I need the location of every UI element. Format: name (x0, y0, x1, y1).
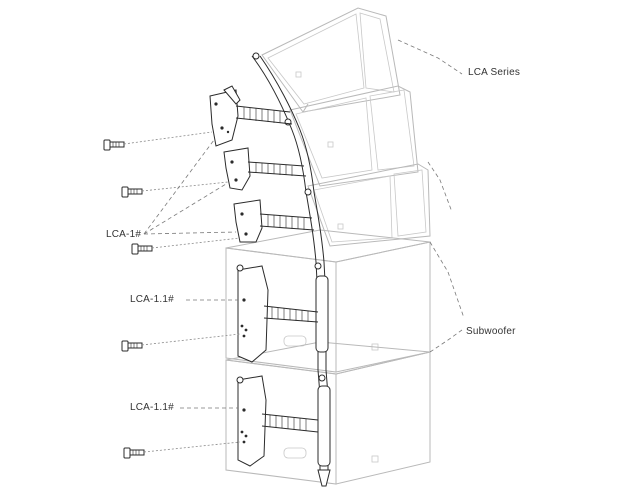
label-lca-series: LCA Series (468, 67, 521, 78)
lca-cabinet-3 (307, 163, 431, 247)
bolt-2 (121, 186, 143, 198)
sub-front-bracket-2 (236, 375, 319, 467)
sub-front-bracket-1 (236, 264, 319, 363)
bolt-guide-lines (123, 131, 241, 453)
right-rigging-rail (251, 52, 331, 487)
bolt-5 (123, 447, 145, 459)
bolt-1 (103, 139, 125, 151)
label-subwoofer: Subwoofer (466, 326, 516, 337)
bolt-3 (131, 243, 153, 255)
callout-leaders (143, 39, 465, 409)
label-lca-1: LCA-1# (106, 229, 142, 240)
lca-cabinet-2 (289, 85, 419, 187)
lca-front-bracket-3 (233, 199, 315, 243)
bolt-4 (121, 340, 143, 352)
lca-cabinet-1 (261, 7, 401, 113)
lca-front-bracket-2 (223, 147, 307, 191)
label-lca-1-1-top: LCA-1.1# (130, 294, 174, 305)
label-lca-1-1-bottom: LCA-1.1# (130, 402, 174, 413)
lca-front-bracket-1 (209, 85, 293, 147)
